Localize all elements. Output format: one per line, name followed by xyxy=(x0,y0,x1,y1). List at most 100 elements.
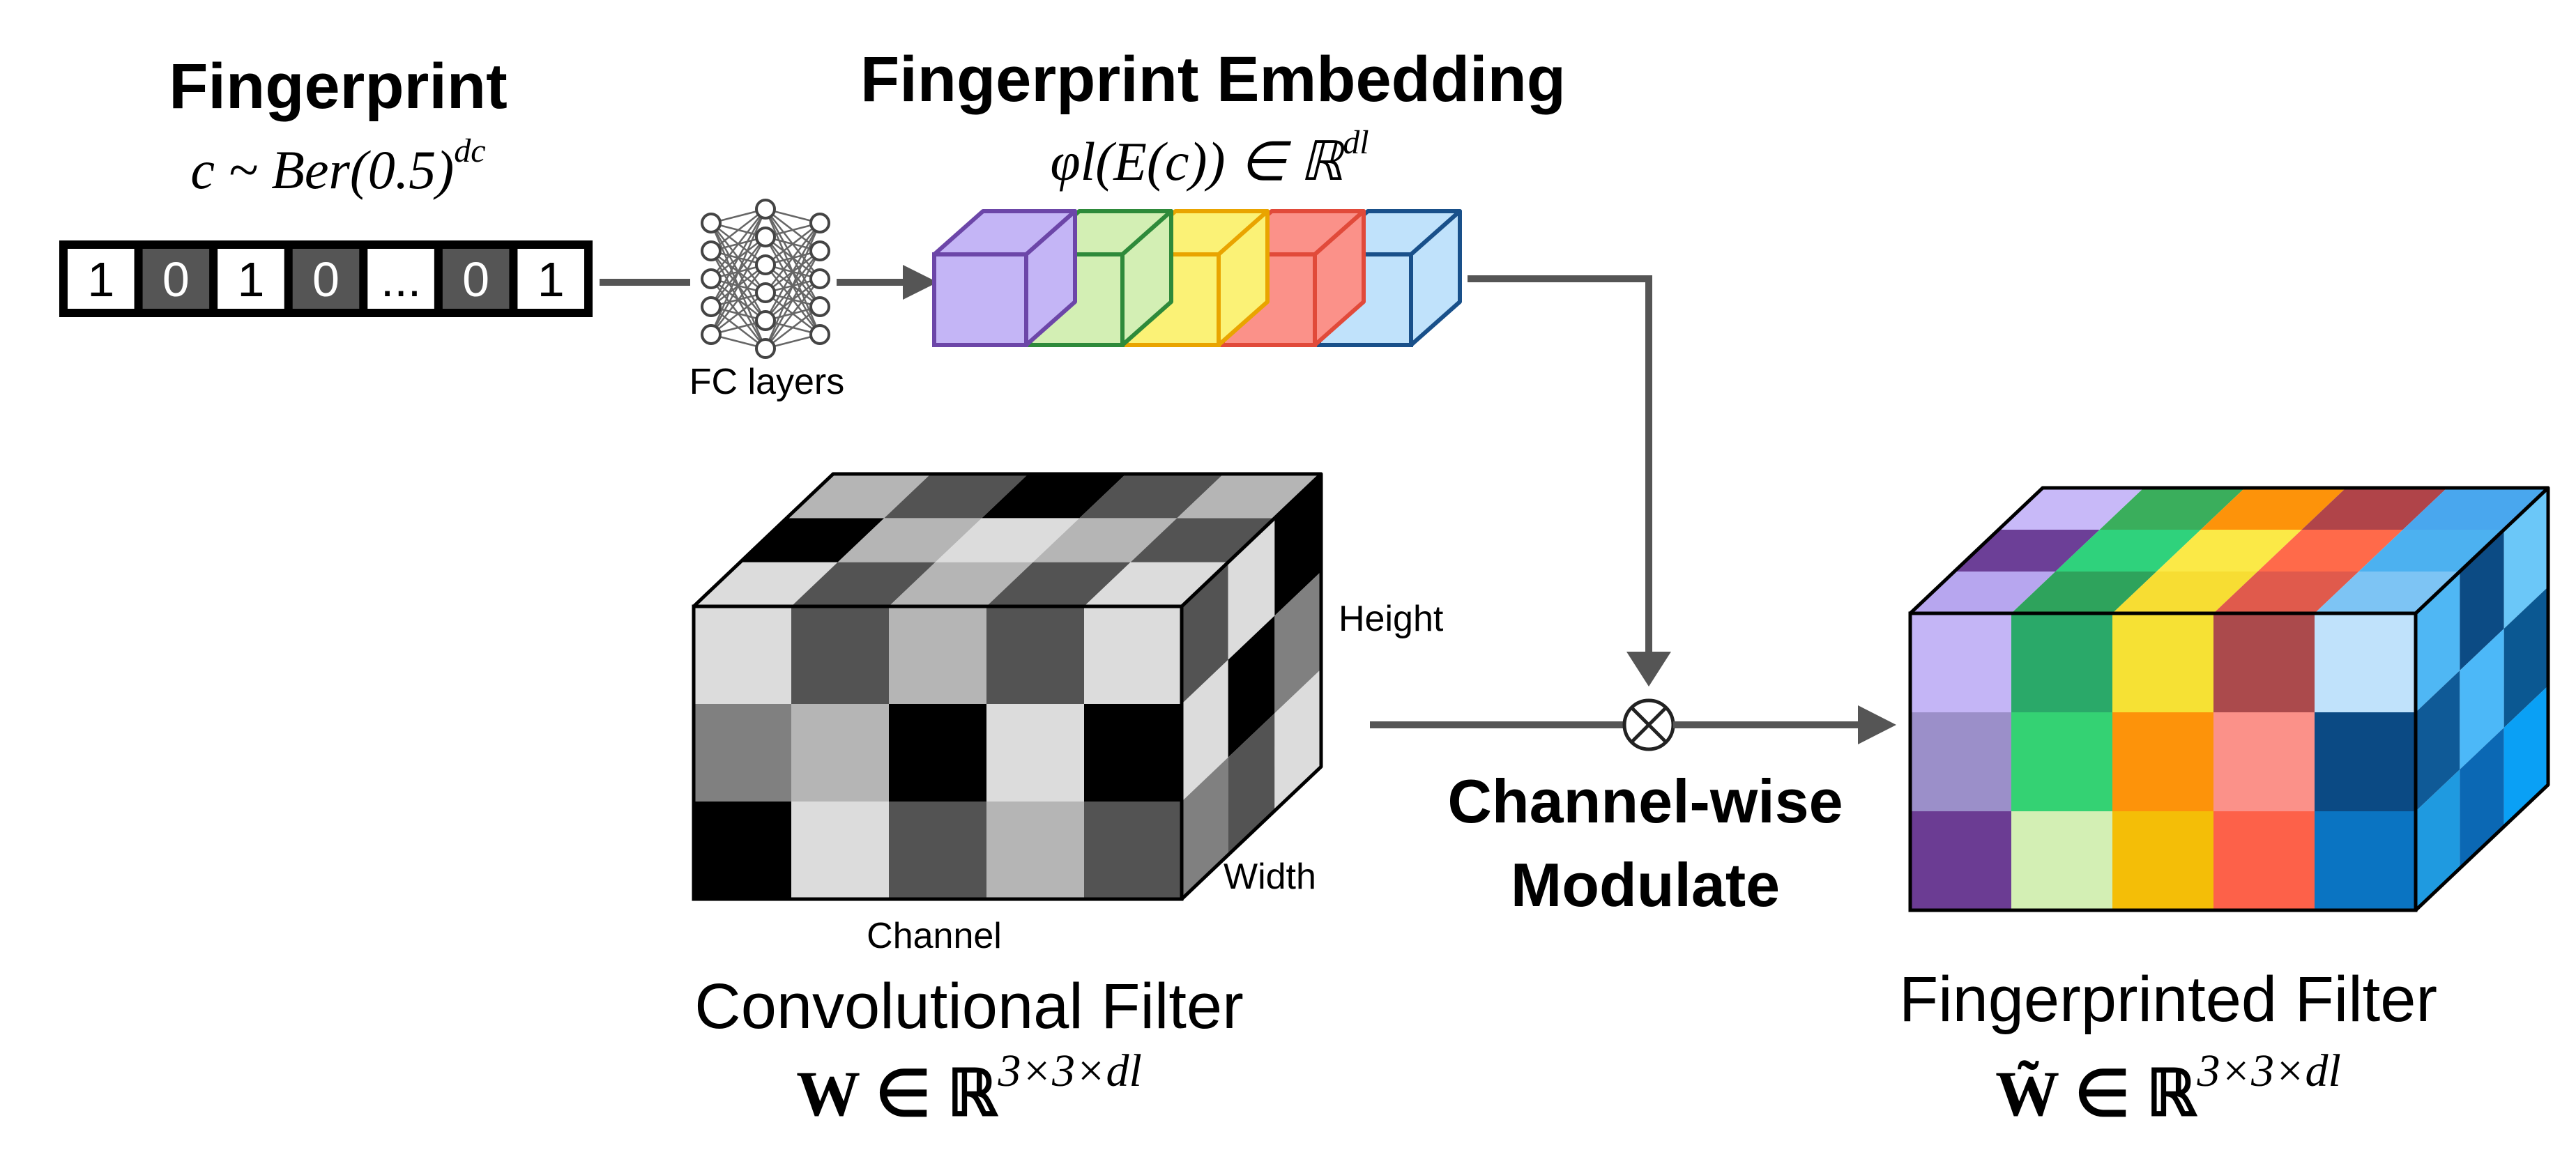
cube-front-cell xyxy=(2112,712,2213,811)
cube-top-cell xyxy=(1032,518,1178,562)
cube-side-cell xyxy=(2460,530,2504,670)
cube-top-cell xyxy=(1998,488,2144,530)
bit-value: 1 xyxy=(237,252,264,307)
cube-side-cell xyxy=(1274,572,1321,714)
cube-top-cell xyxy=(2315,572,2460,613)
bit-value: 1 xyxy=(87,252,114,307)
cube-front-cell xyxy=(791,704,889,802)
modulate-line1: Channel-wise xyxy=(1447,767,1843,836)
fc-layers-label: FC layers xyxy=(689,362,844,402)
cube-top-cell xyxy=(2358,530,2504,572)
conv-filter-formula: W ∈ ℝ3×3×dl xyxy=(796,1045,1142,1129)
cube-top-cell xyxy=(2301,488,2447,530)
cube-front-cell xyxy=(1910,811,2011,910)
arrow-embedding-to-modulate xyxy=(1468,275,1652,652)
bit-cell xyxy=(292,249,360,309)
bit-cell xyxy=(142,249,210,309)
cube-top-cell xyxy=(884,474,1028,519)
cube-side-cell xyxy=(2503,488,2548,629)
cube-top-cell xyxy=(837,518,982,562)
cube-side-cell xyxy=(2503,587,2548,728)
arrowhead-fc-to-embedding xyxy=(903,265,938,300)
neural-network-icon xyxy=(701,199,830,359)
fc-edge xyxy=(765,222,821,266)
fc-node xyxy=(755,338,776,359)
cube-top-cell xyxy=(2200,488,2346,530)
fingerprinted-title: Fingerprinted Filter xyxy=(1899,964,2437,1035)
cube-top-cell xyxy=(791,562,936,606)
arrowhead-embedding-to-modulate xyxy=(1626,652,1671,687)
cube-front-cell xyxy=(2011,613,2112,712)
cube-front-cell xyxy=(986,606,1084,704)
fingerprint-formula: c ~ Ber(0.5)dc xyxy=(190,132,485,200)
bit-cell xyxy=(367,249,434,309)
cube-front-cell xyxy=(1910,613,2011,712)
fc-node xyxy=(755,282,776,303)
cube-top-cell xyxy=(2099,488,2245,530)
fc-edge xyxy=(710,292,766,335)
cube-side-cell xyxy=(1182,659,1228,802)
fingerprint-title: Fingerprint xyxy=(169,51,508,122)
fc-node xyxy=(701,324,722,345)
bit-value: 0 xyxy=(162,252,190,307)
bit-cell xyxy=(68,249,135,309)
cube-side-cell xyxy=(2416,769,2460,910)
fc-edge xyxy=(764,250,821,349)
cube-top-cell xyxy=(2213,572,2359,613)
conv-filter-title: Convolutional Filter xyxy=(694,971,1243,1042)
fc-node xyxy=(809,296,830,317)
fc-node xyxy=(809,324,830,345)
cube-front-cell xyxy=(1084,802,1182,899)
cube-front-cell xyxy=(791,606,889,704)
fc-edge xyxy=(710,208,766,252)
cube-front-cell xyxy=(889,704,986,802)
cube-top-cell xyxy=(1079,474,1224,519)
bit-value: ... xyxy=(381,252,421,307)
cube-side-cell xyxy=(2460,629,2504,769)
axis-width-label: Width xyxy=(1224,857,1316,897)
fc-edge xyxy=(710,208,767,307)
fingerprinted-formula: W̃ ∈ ℝ3×3×dl xyxy=(1995,1045,2341,1129)
multiply-cross-b xyxy=(1630,706,1668,744)
cube-top-cell xyxy=(889,562,1033,606)
cube-front-cell xyxy=(986,704,1084,802)
axis-height-label: Height xyxy=(1339,599,1444,639)
cube-top-cell xyxy=(2112,572,2258,613)
fc-edge xyxy=(764,222,821,349)
cube-side-cell xyxy=(2416,572,2460,712)
cube-front-cell xyxy=(889,802,986,899)
cube-top-cell xyxy=(982,474,1126,519)
cube-front-cell xyxy=(694,704,791,802)
cube-top-cell xyxy=(2055,530,2201,572)
cube-front-cell xyxy=(2011,811,2112,910)
fc-node xyxy=(755,254,776,275)
fc-node xyxy=(755,227,776,247)
cube-front-cell xyxy=(791,802,889,899)
bit-cell xyxy=(517,249,584,309)
bit-value: 0 xyxy=(312,252,340,307)
fc-edge xyxy=(710,236,767,335)
cube-front-cell xyxy=(2112,613,2213,712)
fc-edge xyxy=(765,222,821,293)
fc-edge xyxy=(764,222,821,321)
fc-node xyxy=(755,310,776,331)
embedding-vector xyxy=(932,209,1462,347)
fc-edge xyxy=(710,208,766,279)
cube-top-cell xyxy=(935,518,1080,562)
cube-edge xyxy=(1180,473,1323,608)
fc-edge xyxy=(710,264,766,335)
cube-top-cell xyxy=(1954,530,2100,572)
cube-edge xyxy=(2414,486,2550,615)
cube-front-cell xyxy=(2213,613,2315,712)
modulate-line2: Modulate xyxy=(1511,850,1780,919)
bit-value: 0 xyxy=(462,252,489,307)
cube-top-cell xyxy=(2156,530,2302,572)
cube-front-cell xyxy=(1084,606,1182,704)
fc-node xyxy=(701,240,722,261)
fingerprinted-filter-cube xyxy=(1908,486,2550,912)
cube-side-cell xyxy=(1228,615,1275,758)
embedding-formula: φl(E(c)) ∈ ℝdl xyxy=(1050,124,1369,192)
cube-side-cell xyxy=(2503,686,2548,827)
